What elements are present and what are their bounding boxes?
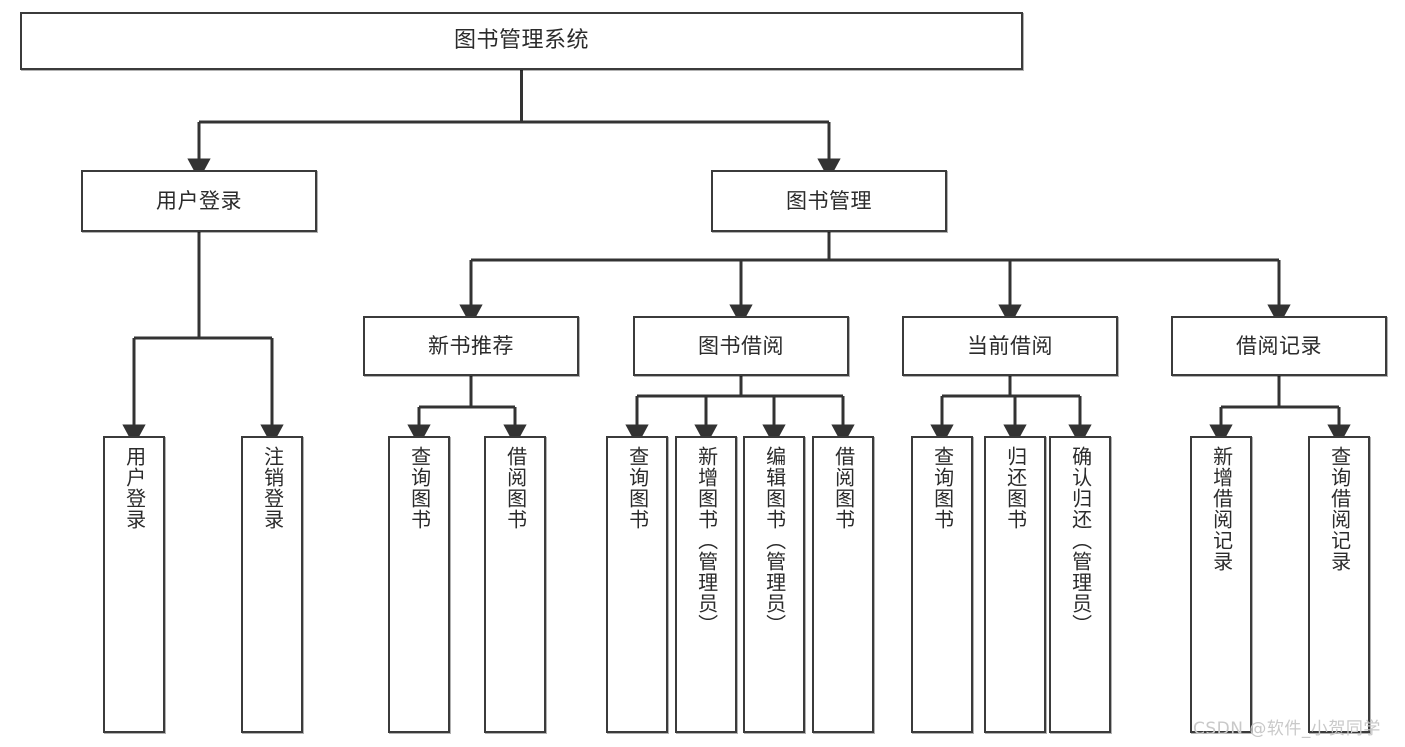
node-label-leaf-borrow-book-1: 借阅图书 [503,446,528,530]
node-label-borrow-record: 借阅记录 [1236,333,1322,358]
node-label-leaf-query-book-3: 查询图书 [930,446,955,530]
node-borrow-record[interactable]: 借阅记录 [1171,316,1387,376]
node-label-root: 图书管理系统 [453,28,589,54]
node-root[interactable]: 图书管理系统 [20,12,1023,70]
node-book-borrow[interactable]: 图书借阅 [633,316,849,376]
node-book-manage[interactable]: 图书管理 [711,170,947,232]
node-user-login[interactable]: 用户登录 [81,170,317,232]
node-label-leaf-add-book: 新增图书（管理员） [694,446,719,635]
node-leaf-borrow-book-1[interactable]: 借阅图书 [484,436,546,733]
node-label-book-borrow: 图书借阅 [698,333,784,358]
node-label-leaf-query-record: 查询借阅记录 [1327,446,1352,572]
node-label-new-book-rec: 新书推荐 [428,333,514,358]
node-leaf-add-book[interactable]: 新增图书（管理员） [675,436,737,733]
node-label-current-borrow: 当前借阅 [967,333,1053,358]
node-leaf-add-record[interactable]: 新增借阅记录 [1190,436,1252,733]
node-label-leaf-query-book-1: 查询图书 [407,446,432,530]
node-label-leaf-borrow-book-2: 借阅图书 [831,446,856,530]
node-label-leaf-confirm-return: 确认归还（管理员） [1068,446,1093,635]
node-label-user-login: 用户登录 [156,188,242,213]
node-label-leaf-return-book: 归还图书 [1003,446,1028,530]
node-leaf-query-book-3[interactable]: 查询图书 [911,436,973,733]
node-leaf-return-book[interactable]: 归还图书 [984,436,1046,733]
node-leaf-user-logout[interactable]: 注销登录 [241,436,303,733]
node-label-leaf-user-logout: 注销登录 [260,446,285,530]
node-leaf-query-book-1[interactable]: 查询图书 [388,436,450,733]
node-current-borrow[interactable]: 当前借阅 [902,316,1118,376]
node-leaf-confirm-return[interactable]: 确认归还（管理员） [1049,436,1111,733]
node-leaf-borrow-book-2[interactable]: 借阅图书 [812,436,874,733]
csdn-watermark: CSDN @软件_小贺同学 [1193,719,1381,739]
node-label-leaf-query-book-2: 查询图书 [625,446,650,530]
node-leaf-edit-book[interactable]: 编辑图书（管理员） [743,436,805,733]
node-leaf-query-record[interactable]: 查询借阅记录 [1308,436,1370,733]
node-label-leaf-user-login: 用户登录 [122,446,147,530]
node-label-leaf-add-record: 新增借阅记录 [1209,446,1234,572]
node-label-book-manage: 图书管理 [786,188,872,213]
node-leaf-query-book-2[interactable]: 查询图书 [606,436,668,733]
node-leaf-user-login[interactable]: 用户登录 [103,436,165,733]
node-new-book-rec[interactable]: 新书推荐 [363,316,579,376]
node-label-leaf-edit-book: 编辑图书（管理员） [762,446,787,635]
